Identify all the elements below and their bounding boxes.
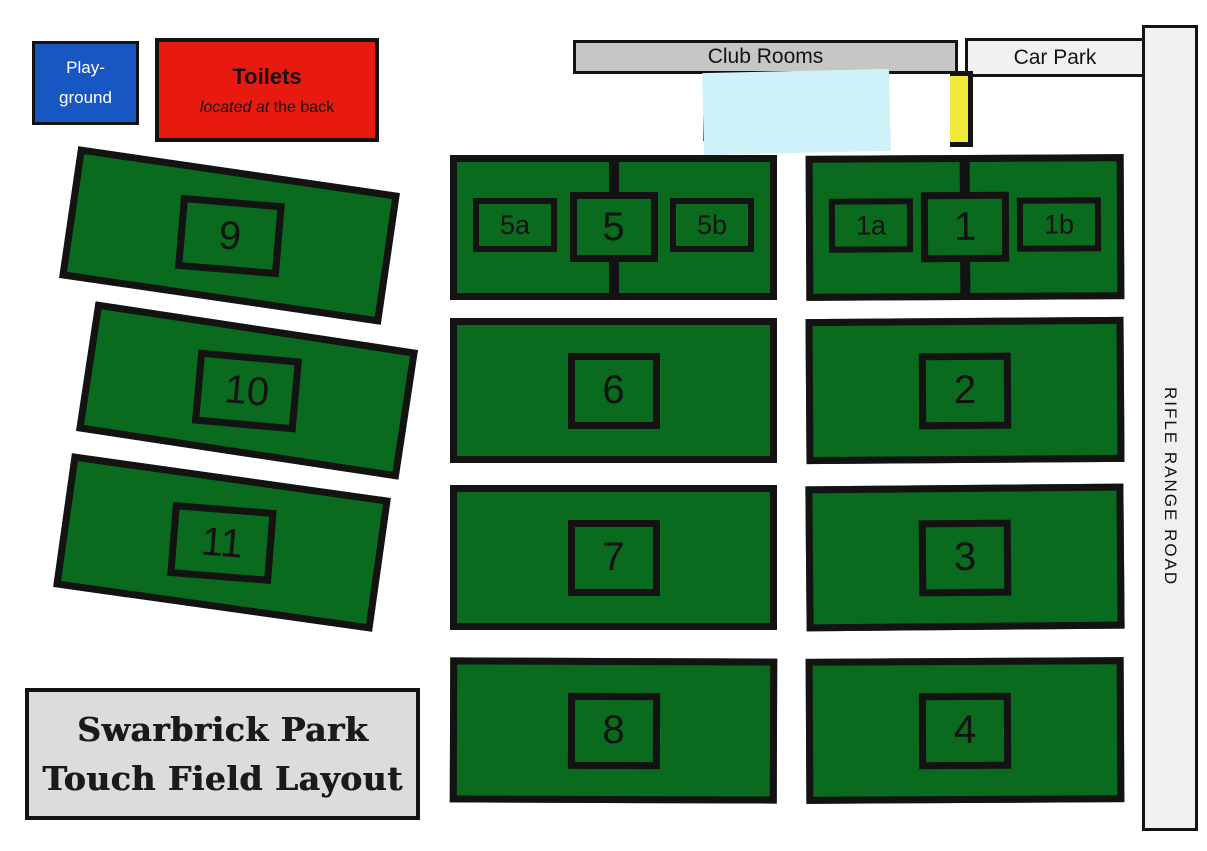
toilets-note-italic: located at (199, 98, 270, 116)
field-5: 5a 5 5b (450, 155, 777, 300)
field-5-halfway-line-bottom (608, 261, 619, 295)
field-7-label-box: 7 (567, 519, 660, 596)
field-6-number: 6 (602, 368, 625, 412)
field-1: 1a 1 1b (805, 154, 1125, 301)
playground-label-line2: ground (59, 88, 112, 107)
map-title-line1: Swarbrick Park (76, 709, 368, 749)
club-rooms-building: Club Rooms (573, 40, 958, 74)
field-10-label-box: 10 (191, 349, 303, 432)
toilets-note-rest: the back (269, 98, 335, 116)
field-8: 8 (449, 657, 778, 804)
field-4-number: 4 (953, 707, 977, 753)
field-5a-number: 5a (499, 209, 531, 240)
playground-box: Play- ground (32, 41, 139, 125)
map-title-line2: Touch Field Layout (42, 759, 403, 798)
field-8-number: 8 (602, 707, 625, 753)
cyan-cover-note (702, 68, 891, 156)
field-9: 9 (59, 146, 400, 325)
field-2: 2 (805, 316, 1125, 465)
field-2-number: 2 (953, 367, 977, 413)
field-1a-number: 1a (855, 209, 887, 241)
field-11-label-box: 11 (167, 501, 277, 584)
field-8-label-box: 8 (567, 692, 660, 769)
car-park-label: Car Park (1013, 45, 1097, 69)
field-4: 4 (805, 657, 1125, 804)
field-5b-label-box: 5b (670, 198, 754, 252)
rifle-range-road: RIFLE RANGE ROAD (1142, 25, 1198, 831)
field-5-number: 5 (602, 204, 625, 249)
field-10-number: 10 (222, 366, 272, 414)
club-rooms-label: Club Rooms (707, 45, 824, 68)
toilets-box: Toilets located at the back (155, 38, 379, 142)
field-4-label-box: 4 (918, 692, 1012, 769)
field-5-halfway-line-top (608, 160, 619, 195)
field-6: 6 (450, 318, 777, 463)
field-1-halfway-line-top (959, 159, 970, 196)
field-1b-number: 1b (1043, 208, 1075, 240)
field-1a-label-box: 1a (828, 198, 914, 253)
toilets-heading: Toilets (232, 63, 302, 89)
yellow-structure (950, 71, 973, 147)
field-3: 3 (805, 483, 1125, 632)
playground-label-line1: Play- (66, 58, 105, 78)
field-9-label-box: 9 (174, 194, 285, 277)
field-6-label-box: 6 (567, 352, 660, 429)
field-9-number: 9 (216, 212, 243, 258)
field-10: 10 (76, 301, 418, 480)
toilets-note: located at the back (200, 99, 334, 117)
field-5-label-box: 5 (569, 192, 658, 262)
field-2-label-box: 2 (918, 352, 1012, 429)
field-1b-label-box: 1b (1016, 197, 1102, 252)
field-7-number: 7 (602, 535, 625, 579)
car-park-area: Car Park (965, 38, 1145, 77)
field-3-number: 3 (953, 534, 977, 580)
road-label: RIFLE RANGE ROAD (1161, 387, 1180, 587)
field-5a-label-box: 5a (473, 198, 557, 252)
field-11: 11 (53, 453, 391, 632)
map-title-box: Swarbrick Park Touch Field Layout (25, 688, 420, 820)
field-3-label-box: 3 (918, 519, 1012, 596)
field-1-number: 1 (953, 204, 977, 249)
field-7: 7 (450, 485, 777, 630)
field-5b-number: 5b (696, 209, 728, 240)
field-11-number: 11 (199, 518, 245, 566)
field-1-halfway-line-bottom (960, 260, 971, 296)
field-1-label-box: 1 (920, 191, 1010, 263)
